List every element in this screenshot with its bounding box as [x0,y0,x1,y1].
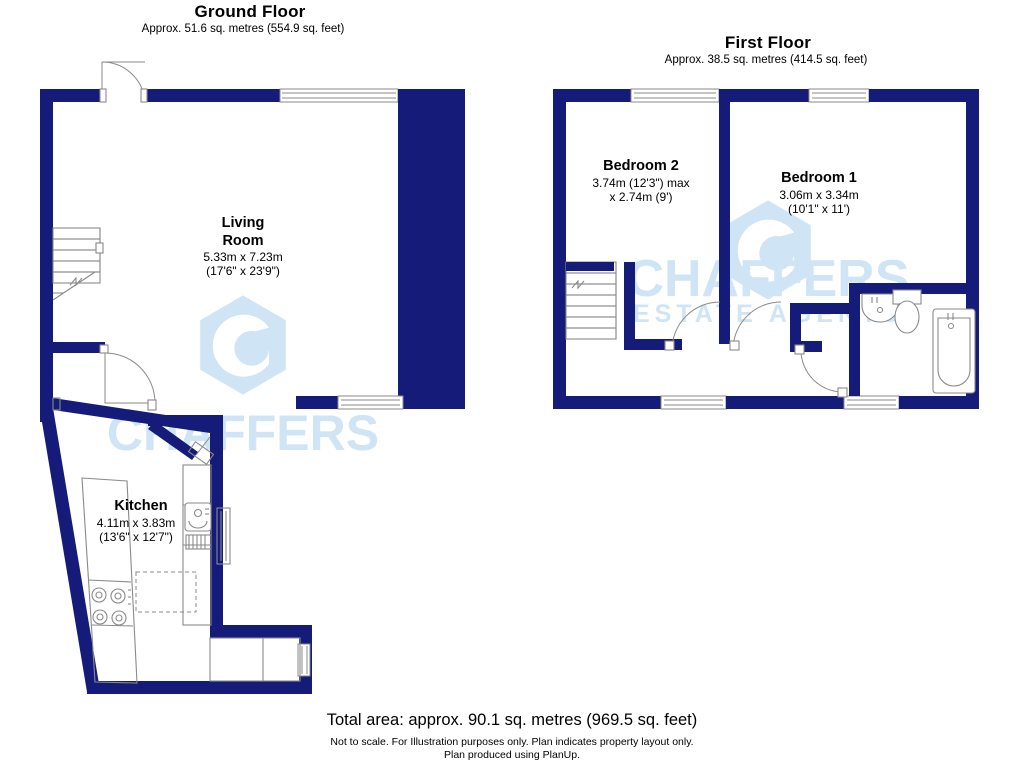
kitchen-dim-metric: 4.11m x 3.83m [96,516,176,530]
wall-gf-bottom [87,681,312,694]
wall-ff-top-a [553,89,631,102]
bathroom-toilet [892,289,922,334]
kitchen-tall-unit [216,507,231,565]
wall-gf-right-chimney [398,89,465,409]
wall-gf-left-upper [40,89,53,342]
wall-ff-cupboard-bottom [790,341,822,352]
disclaimer-line2: Plan produced using PlanUp. [443,749,581,761]
living-room-name-line1: Living [221,215,265,231]
wall-ff-top-c [869,89,979,102]
living-room-dim-imperial: (17'6" x 23'9") [206,264,280,278]
bedroom-1-dim-imperial: (10'1" x 11') [788,202,850,216]
staircase-ground [52,227,104,301]
ground-floor-area: Approx. 51.6 sq. metres (554.9 sq. feet) [141,23,345,35]
living-room-dim-metric: 5.33m x 7.23m [203,250,283,264]
chaffers-logo-icon-2 [725,200,811,300]
kitchen-dim-imperial: (13'6" x 12'7") [99,530,173,544]
kitchen-drainer [185,534,212,550]
kitchen-table-dashed [135,571,197,613]
wall-ff-bottom-a [553,396,661,409]
door-swing-gf-entry [101,61,146,103]
kitchen-counter-left [81,477,138,684]
door-jamb-gf-hall-a [99,344,109,354]
bedroom-1-name: Bedroom 1 [781,170,857,186]
wall-gf-bottom-right-stub [296,396,338,409]
wall-ff-bath-top [849,283,979,294]
chaffers-logo-icon [200,295,286,395]
wall-gf-top-right [145,89,280,102]
wall-ff-bottom-c [899,396,979,409]
door-frame-gf-hall [104,353,155,404]
first-floor-title: First Floor [724,33,812,52]
wall-ff-bath-left [849,283,860,396]
wall-ff-bottom-b [726,396,844,409]
ground-floor-plan [40,61,465,694]
wall-ff-cupboard-left [790,303,801,351]
door-jamb-gf-hall-b [147,399,157,411]
window-gf-living-bottom [337,395,404,410]
wall-gf-kitchen-left-angled [40,408,100,692]
door-frame-gf-entry [101,61,145,89]
door-jamb-gf-entry-right [140,88,148,103]
total-area-text: Total area: approx. 90.1 sq. metres (969… [326,711,698,729]
wall-gf-kitchen-top-angled [46,398,212,433]
watermark-ground: CHAFFERS [107,295,379,461]
wall-gf-top-left [40,89,102,102]
window-gf-top [279,88,399,103]
wall-ff-cupboard-top [790,303,850,314]
bedroom-2-dim-imperial: x 2.74m (9') [609,190,673,204]
door-jamb-gf-entry-left [99,88,107,103]
door-ff-cupboard [794,344,848,398]
ground-floor-title: Ground Floor [194,2,306,21]
wall-gf-ext-top [210,625,312,638]
kitchen-hob [91,587,131,626]
first-floor-plan [553,88,979,410]
wall-gf-hall-divider [53,342,105,353]
wall-gf-left-lower [40,342,53,422]
wall-ff-bed2-right [624,262,635,350]
first-floor-area: Approx. 38.5 sq. metres (414.5 sq. feet) [664,54,868,66]
window-ff-bottom-a [660,395,727,410]
wall-ff-partition-bedrooms [719,89,730,344]
door-ff-bedroom2 [664,301,721,351]
kitchen-name: Kitchen [114,498,168,514]
kitchen-sink [184,502,212,532]
wall-ff-bed2-bottom [624,339,682,350]
window-ff-bed2 [630,88,720,103]
staircase-first [565,261,617,340]
gf-fixture-small [52,397,61,411]
window-ff-bed1 [808,88,870,103]
door-gf-kitchen [148,421,215,465]
bedroom-2-name: Bedroom 2 [603,158,679,174]
disclaimer-line1: Not to scale. For Illustration purposes … [330,736,694,748]
wall-ff-top-b [719,89,809,102]
door-ff-bedroom1 [729,301,782,351]
bedroom-2-dim-metric: 3.74m (12'3") max [592,176,690,190]
bedroom-1-dim-metric: 3.06m x 3.34m [779,188,859,202]
wall-ff-left [553,89,566,409]
door-swing-gf-hall [104,352,156,404]
window-ff-bottom-b [843,395,900,410]
bathroom-bathtub [932,308,976,394]
living-room-name-line2: Room [222,233,264,249]
